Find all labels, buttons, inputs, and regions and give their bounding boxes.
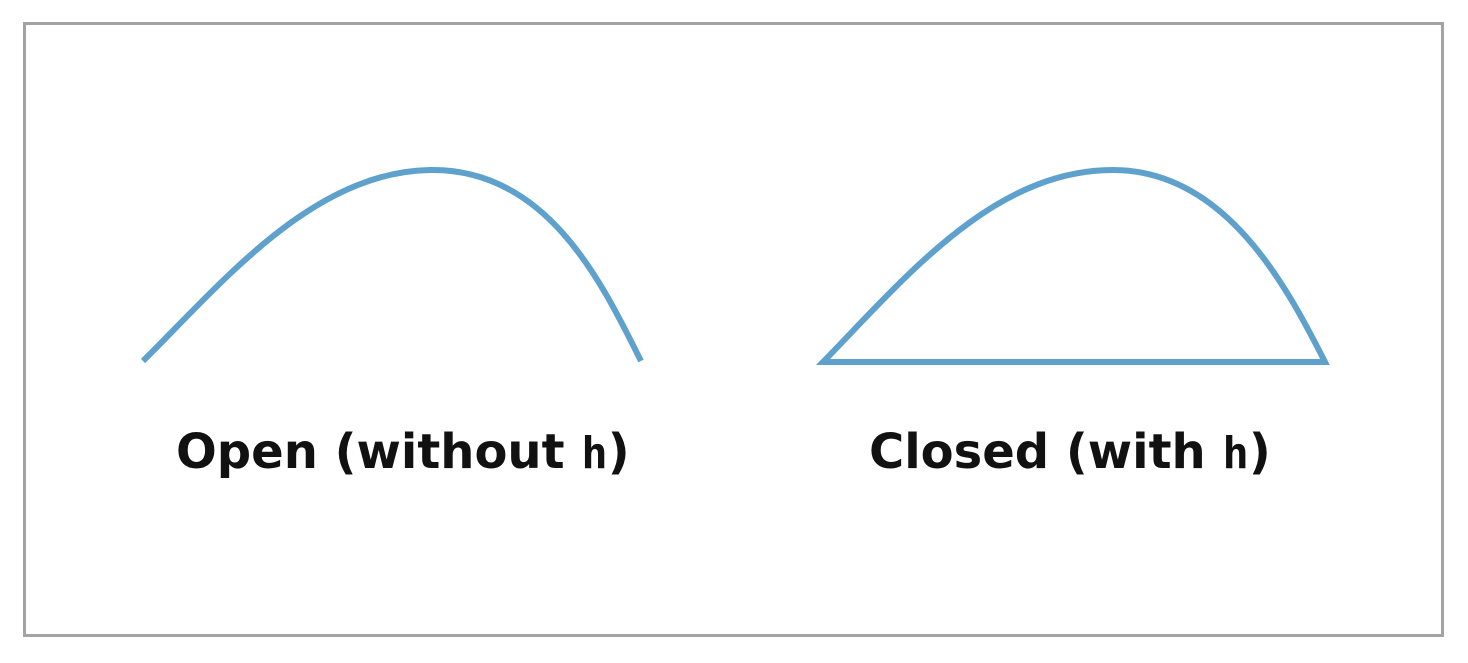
closed-caption-prefix: Closed (with [869, 424, 1223, 480]
closed-curve [815, 166, 1330, 365]
open-caption-code: h [581, 428, 608, 479]
open-curve [140, 166, 644, 364]
open-caption-suffix: ) [607, 424, 630, 480]
diagram-frame [23, 22, 1444, 637]
open-caption: Open (without h) [176, 424, 630, 480]
closed-caption-suffix: ) [1248, 424, 1271, 480]
open-caption-prefix: Open (without [176, 424, 582, 480]
closed-caption-code: h [1222, 428, 1249, 479]
closed-caption: Closed (with h) [869, 424, 1271, 480]
